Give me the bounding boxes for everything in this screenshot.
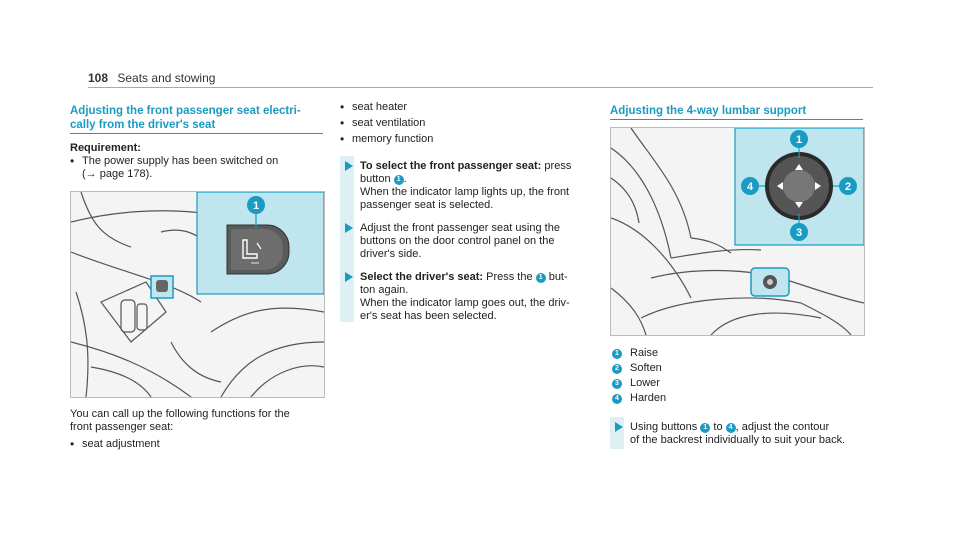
callout-3: 3 — [796, 227, 802, 239]
functions-list: seat heater seat ventilation memory func… — [340, 101, 595, 146]
callout-1: 1 — [393, 175, 404, 185]
heading-rule — [610, 119, 863, 120]
list-item: memory function — [340, 133, 595, 146]
door-panel-illustration: 1 — [70, 191, 325, 398]
callout-1: 1 — [700, 423, 711, 433]
requirement-block: Requirement: The power supply has been s… — [70, 142, 325, 181]
step-arrow-icon — [345, 272, 353, 282]
header-divider — [88, 87, 873, 88]
callout-1: 1 — [253, 200, 259, 212]
step-adjust-seat: Adjust the front passenger seat using th… — [340, 222, 600, 261]
list-item: seat ventilation — [340, 117, 595, 130]
callout-1: 1 — [796, 134, 802, 146]
functions-intro: You can call up the following functions … — [70, 408, 325, 451]
step-arrow-icon — [345, 223, 353, 233]
step-select-driver: Select the driver's seat: Press the 1 bu… — [340, 271, 600, 323]
callout-4: 4 — [747, 181, 754, 193]
list-item: seat adjustment — [70, 438, 325, 451]
callout-2: 2 — [845, 181, 851, 193]
step-adjust-lumbar: Using buttons 1 to 4, adjust the contour… — [610, 421, 870, 447]
lumbar-drawing: 1 2 3 4 — [611, 128, 864, 335]
door-panel-drawing: 1 — [71, 192, 324, 397]
page-number: 108 — [88, 71, 109, 85]
page-header: 108 Seats and stowing — [88, 71, 215, 85]
lumbar-support-illustration: 1 2 3 4 — [610, 127, 865, 336]
section-title: Seats and stowing — [117, 71, 216, 85]
lumbar-step: Using buttons 1 to 4, adjust the contour… — [610, 421, 870, 447]
heading-front-passenger-seat: Adjusting the front passenger seat elect… — [70, 105, 301, 131]
callout-4: 4 — [725, 423, 736, 433]
step-arrow-icon — [345, 161, 353, 171]
requirement-item: The power supply has been switched on (→… — [70, 155, 325, 181]
heading-rule — [70, 133, 323, 134]
steps-block: To select the front passenger seat: pres… — [340, 160, 600, 323]
heading-lumbar-support: Adjusting the 4-way lumbar support — [610, 105, 807, 117]
list-item: seat heater — [340, 101, 595, 114]
requirement-label: Requirement: — [70, 142, 141, 154]
callout-1: 1 — [535, 273, 546, 283]
step-arrow-icon — [615, 422, 623, 432]
step-select-passenger: To select the front passenger seat: pres… — [340, 160, 600, 212]
